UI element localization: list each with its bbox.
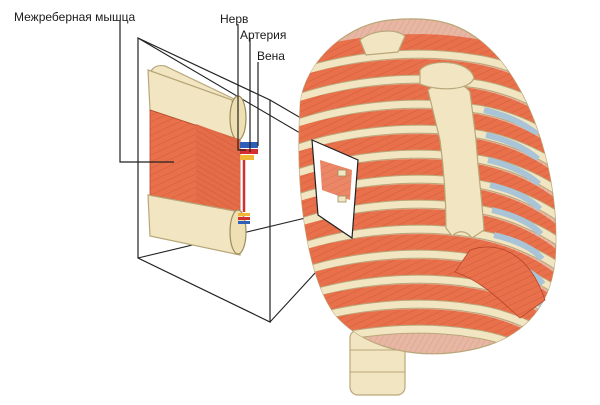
intercostal-band [299, 84, 556, 146]
intercostal-band [299, 284, 556, 346]
lower-rib [147, 194, 241, 256]
label-vein: Вена [257, 49, 285, 63]
intercostal-band [299, 109, 556, 171]
nerve-bundle-upper [240, 155, 254, 160]
intercostal-band [299, 309, 556, 354]
label-intercostal-muscle: Межреберная мышца [14, 10, 136, 24]
rib-cage [298, 18, 557, 396]
costal-cartilage [485, 132, 540, 162]
costal-cartilage [483, 107, 539, 137]
artery-bundle-upper [240, 149, 258, 154]
intercostal-band [299, 184, 556, 246]
vein-bundle-upper [240, 142, 258, 148]
costal-cartilage [493, 232, 545, 261]
costal-cartilage [487, 157, 542, 187]
label-nerve: Нерв [220, 12, 249, 26]
sternum [427, 82, 485, 239]
intercostal-band [299, 134, 556, 196]
costal-cartilage [489, 182, 543, 212]
intercostal-band [299, 209, 556, 271]
costal-cartilage [491, 207, 544, 237]
label-artery: Артерия [240, 28, 287, 42]
magnified-intercostal-section [147, 65, 258, 256]
intercostal-band [299, 159, 556, 221]
intercostal-band [299, 59, 556, 121]
